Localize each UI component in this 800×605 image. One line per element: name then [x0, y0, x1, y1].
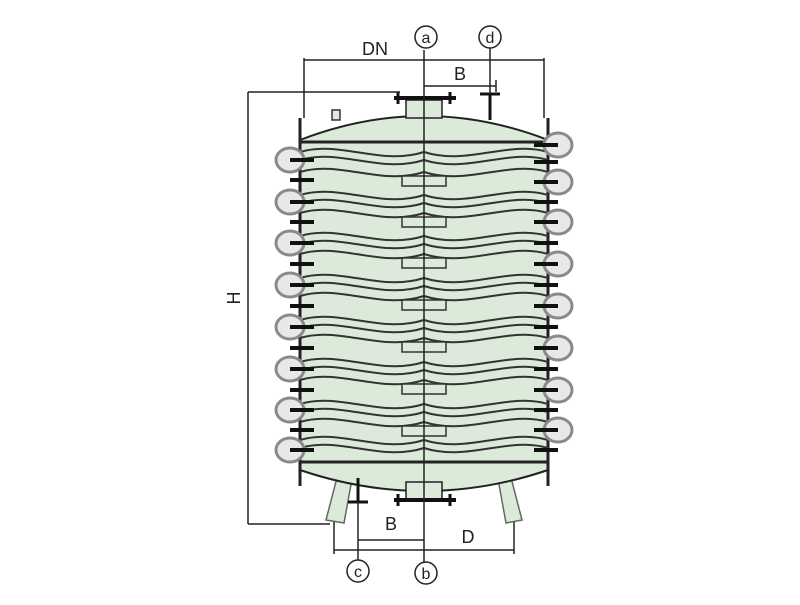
dimension-dn	[303, 58, 545, 118]
dimension-d	[333, 522, 515, 554]
nozzle-a-top	[394, 92, 456, 119]
callout-c: c	[346, 559, 370, 583]
nozzle-d-top	[480, 92, 500, 120]
wall-bolts	[290, 143, 558, 452]
dimension-b-top	[424, 80, 497, 92]
dimension-b-bottom-label: B	[385, 514, 397, 534]
callout-d: d	[478, 25, 502, 49]
callout-c-label: c	[354, 564, 362, 581]
dimension-b-top-label: B	[454, 64, 466, 84]
dimension-dn-label: DN	[362, 39, 388, 59]
callout-b: b	[414, 561, 438, 585]
dimension-h	[247, 91, 400, 525]
callout-d-label: d	[486, 30, 495, 47]
dimension-d-label: D	[462, 527, 475, 547]
callout-a-label: a	[422, 30, 431, 47]
callout-a: a	[414, 25, 438, 49]
top-left-fitting	[331, 109, 341, 121]
dimension-h-label: H	[224, 292, 244, 305]
callout-b-label: b	[422, 566, 431, 583]
